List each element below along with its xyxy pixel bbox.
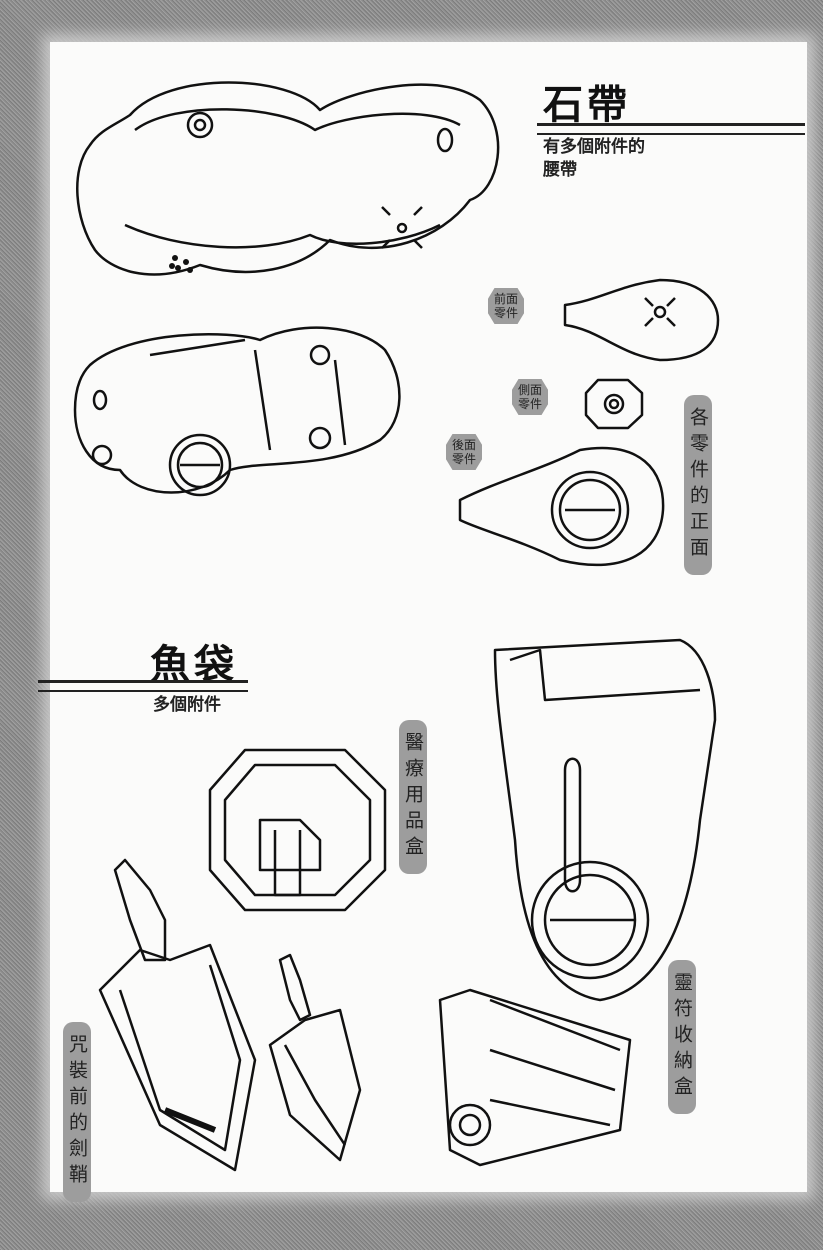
side-part-label-line1: 側面 — [518, 383, 543, 397]
pouch-subtitle: 多個附件 — [153, 695, 221, 715]
sheath-illustration-large — [98, 858, 257, 1172]
front-part-illustration — [563, 278, 720, 362]
side-part-label-line2: 零件 — [518, 397, 543, 411]
belt-subtitle-line1: 有多個附件的 — [543, 137, 645, 157]
front-part-label-line2: 零件 — [494, 306, 519, 320]
front-part-label-line1: 前面 — [494, 292, 519, 306]
back-part-label-line1: 後面 — [452, 438, 477, 452]
belt-title-rule — [537, 123, 805, 135]
talisman-box-illustration — [438, 638, 717, 1167]
belt-subtitle-line2: 腰帶 — [543, 160, 577, 180]
back-part-illustration — [458, 446, 665, 567]
side-part-label: 側面 零件 — [512, 379, 549, 415]
sheath-label: 咒裝前的劍鞘 — [63, 1022, 91, 1202]
sheath-illustration-small — [268, 953, 362, 1162]
belt-illustration-top — [76, 81, 500, 276]
side-part-illustration — [584, 378, 644, 430]
back-part-label: 後面 零件 — [446, 434, 483, 470]
talisman-box-label: 靈符收納盒 — [668, 960, 696, 1114]
back-part-label-line2: 零件 — [452, 452, 477, 466]
medical-box-label: 醫療用品盒 — [399, 720, 427, 874]
belt-subtitle: 有多個附件的 腰帶 — [543, 136, 645, 182]
medical-box-illustration — [208, 748, 387, 912]
belt-title: 石帶 — [543, 81, 631, 128]
belt-illustration-bottom — [73, 326, 401, 497]
pouch-title-rule — [38, 680, 248, 692]
parts-front-view-label: 各零件的正面 — [684, 395, 712, 575]
front-part-label: 前面 零件 — [488, 288, 525, 324]
